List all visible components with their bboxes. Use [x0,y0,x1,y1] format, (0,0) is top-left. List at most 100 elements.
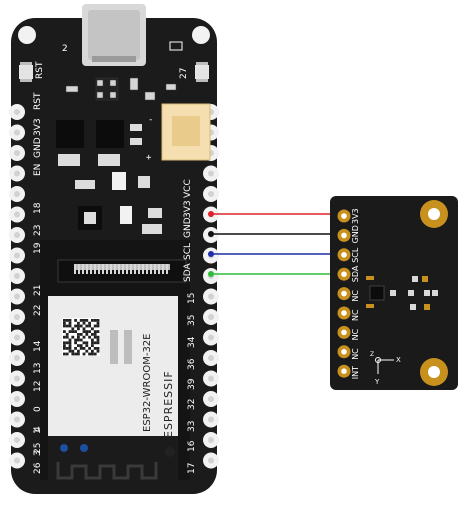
qr-cell [68,344,72,347]
right-pin-label: 3V3 [183,200,193,218]
qr-cell [96,330,100,333]
qr-cell [96,349,100,353]
fpc-pin [134,264,136,274]
right-pin-label: SDA [183,263,193,282]
fpc-pin [162,264,164,274]
fpc-pin [106,264,108,274]
qr-cell [71,330,75,333]
left-pad-hole [14,273,20,279]
sensor-pad-hole [341,252,347,258]
qr-cell [85,344,89,347]
left-pad-hole [14,375,20,382]
qr-cell [79,344,83,347]
connection-wires [208,211,347,278]
module-brand: ESPRESSIF [162,370,175,438]
qr-cell [85,333,89,336]
fpc-pin [150,264,152,274]
qr-cell [93,347,97,350]
left-pin-label: 26 [33,462,43,474]
qr-cell [82,330,86,333]
qr-cell [74,338,77,342]
wire-scl [211,253,344,256]
right-pin-label: 34 [187,336,197,348]
qr-cell [74,347,77,350]
top-label-27: 27 [179,68,189,79]
right-pin-label: 36 [187,358,197,370]
sensor-pad-hole [341,368,347,375]
right-pin-label: 17 [187,463,197,474]
axis-z-label: Z [370,351,374,358]
qr-cell [82,327,86,331]
right-pad-hole [208,375,214,382]
qr-cell [68,324,72,328]
right-pin-label: 35 [187,315,197,326]
left-pad-hole [14,211,20,218]
module-model: ESP32-WROOM-32E [142,334,153,432]
qr-cell [93,335,97,339]
mount-dot-right [80,444,88,452]
qr-cell [65,324,69,328]
esp32-board: 2 RST 27 [9,4,219,494]
board-chips [56,120,162,234]
qr-cell [65,347,69,350]
right-pad-hole [208,396,214,402]
qr-cell [74,319,77,322]
fpc-pin [158,264,160,274]
qr-cell [74,352,77,356]
fpc-pin [130,264,132,274]
qr-cell [85,341,89,345]
fpc-pin [118,264,120,274]
qr-cell [91,352,94,356]
fpc-pin [74,264,76,274]
sensor-pin-label: NC [351,348,360,360]
left-pad-hole [14,334,20,341]
fpc-pin [138,264,140,274]
qr-cell [88,335,91,339]
qr-cell [88,352,91,356]
fpc-pin [110,264,112,274]
qr-cell [96,341,100,345]
qr-cell [88,321,91,325]
fpc-pin [126,264,128,274]
sensor-pad-hole [341,329,347,336]
qr-cell [79,338,83,342]
svg-text:+: + [146,153,152,163]
left-pin-label: 19 [33,242,43,254]
espressif-logo [165,447,175,457]
left-pad-hole [14,457,20,464]
qr-cell [91,327,94,331]
qr-cell [68,321,72,325]
qr-cell [63,319,66,322]
sensor-pin-label: NC [351,328,360,340]
fpc-connector [57,259,187,283]
qr-cell [88,324,91,328]
battery-icon [169,41,183,51]
qr-cell [91,341,94,345]
axis-indicator: X Y Z [370,351,401,386]
qr-cell [88,347,91,350]
fpc-pin [82,264,84,274]
top-components [65,77,177,101]
right-pin-label: 39 [187,378,197,390]
axis-x-label: X [396,356,401,364]
qr-cell [65,352,69,356]
left-pin-label: 18 [33,202,43,214]
qr-cell [68,349,72,353]
qr-cell [63,341,66,345]
right-pin-label: 33 [187,421,197,432]
left-pad-hole [14,191,20,197]
fpc-pin [166,264,168,274]
qr-cell [96,319,100,322]
qr-cell [82,319,86,322]
qr-cell [77,333,80,336]
sensor-pad-hole [341,213,347,219]
qr-cell [96,324,100,328]
qr-cell [77,349,80,353]
sensor-pin-label: NC [351,290,360,302]
qr-cell [63,330,66,333]
qr-cell [96,347,100,350]
qr-cell [77,344,80,347]
left-pin-label: 23 [33,225,43,236]
